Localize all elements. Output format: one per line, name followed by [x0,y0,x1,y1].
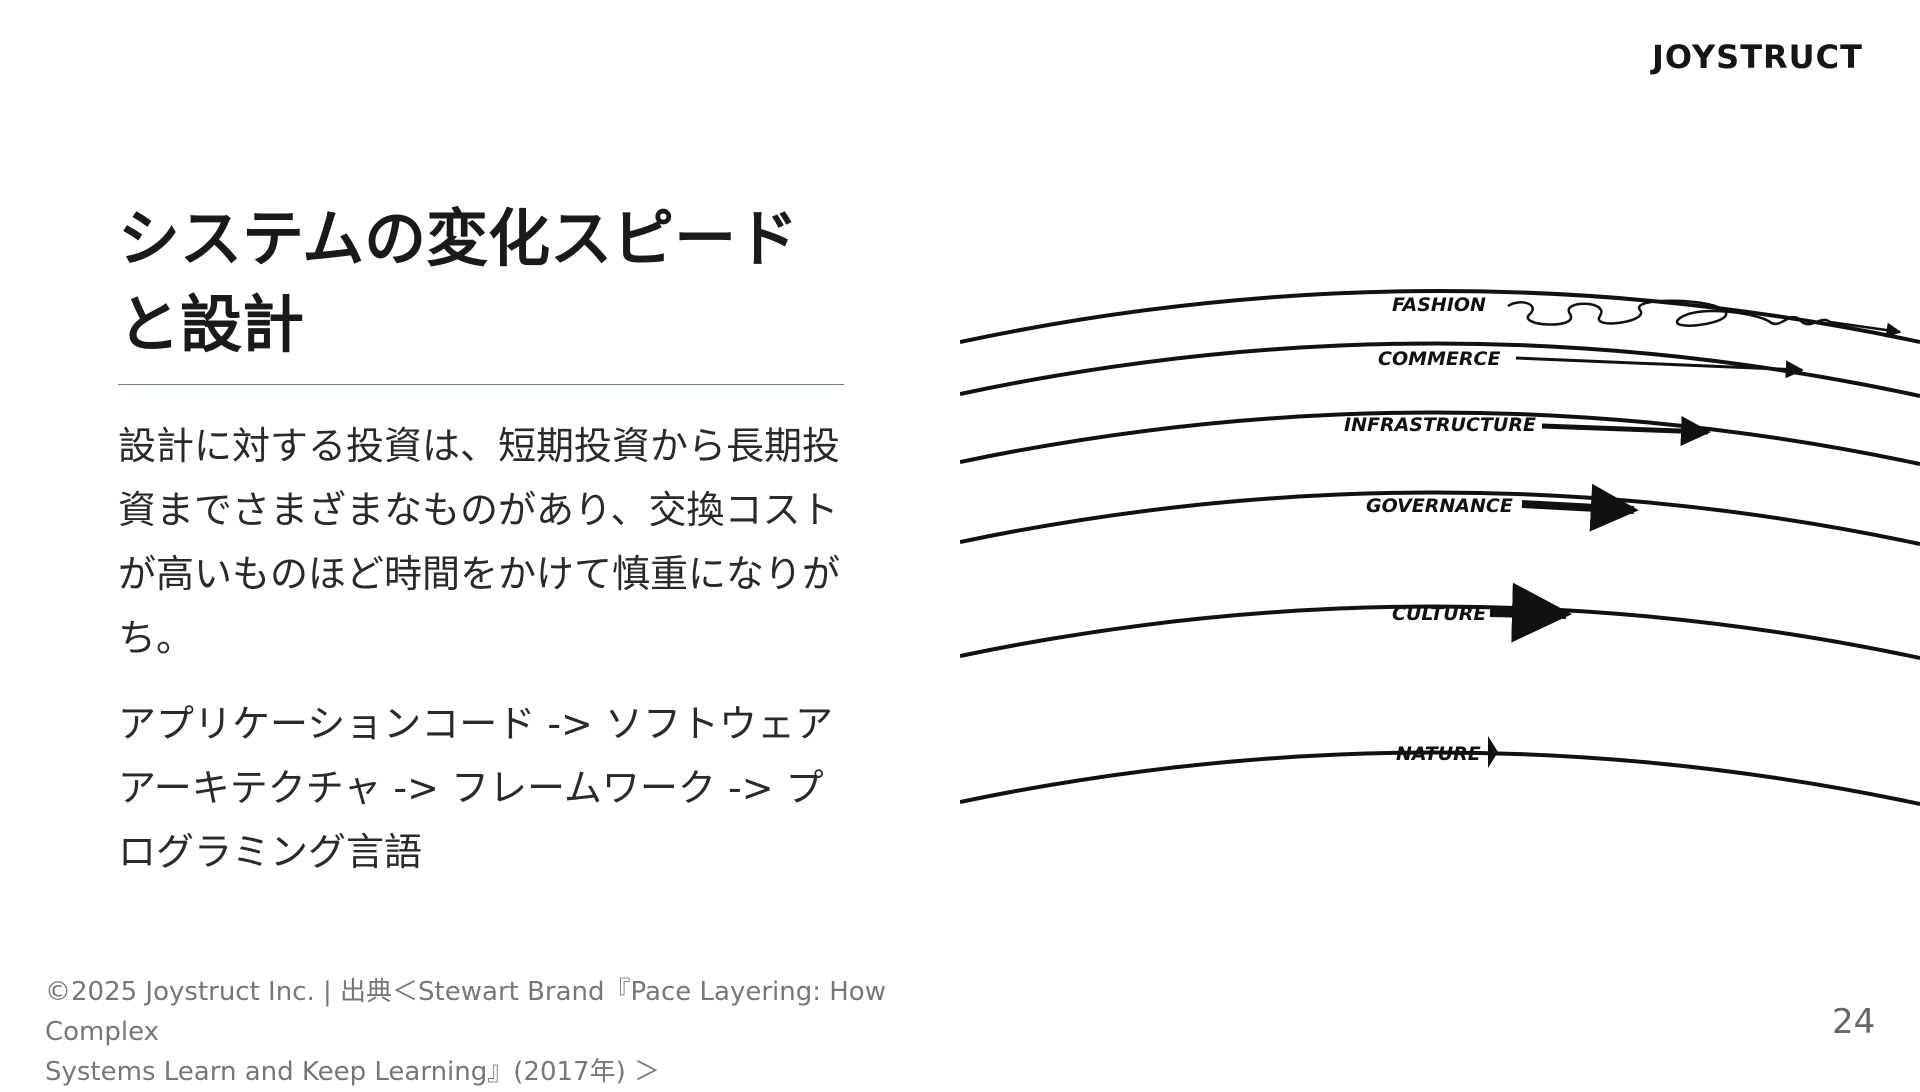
governance-arrow [1521,483,1639,532]
layer-label-fashion: FASHION [1392,294,1486,316]
layer-boundaries [960,289,1920,806]
title-divider [118,384,844,385]
fashion-squiggle-arrow [1507,299,1902,338]
footer-citation: ©2025 Joystruct Inc. | 出典＜Stewart Brand『… [45,972,985,1092]
slide-title-line2: と設計 [118,288,305,361]
body-paragraph-hierarchy: アプリケーションコード -> ソフトウェアアーキテクチャ -> フレームワーク … [118,702,833,874]
boundary-line [960,410,1920,466]
pace-layering-diagram: FASHION COMMERCE INFRASTRUCTURE GOVERNAN… [960,289,1920,806]
page-number: 24 [1832,1002,1876,1042]
slide-body: 設計に対する投資は、短期投資から長期投資までさまざまなものがあり、交換コストが高… [118,414,858,906]
infrastructure-arrow [1541,416,1711,447]
slide-title-line1: システムの変化スピード [118,202,799,275]
body-paragraph-investment: 設計に対する投資は、短期投資から長期投資までさまざまなものがあり、交換コストが高… [118,424,841,660]
culture-arrow [1489,582,1572,643]
slide-title: システムの変化スピード と設計 [118,196,858,368]
layer-label-governance: GOVERNANCE [1366,495,1513,517]
layer-label-commerce: COMMERCE [1378,348,1500,370]
commerce-arrow [1515,356,1804,379]
boundary-line [960,490,1920,546]
boundary-line [960,289,1920,344]
layer-label-nature: NATURE [1396,743,1481,765]
brand-logo: JOYSTRUCT [1652,38,1863,76]
governance-layer: GOVERNANCE [1366,483,1639,532]
infrastructure-layer: INFRASTRUCTURE [1344,414,1711,447]
commerce-layer: COMMERCE [1378,348,1804,379]
culture-layer: CULTURE [1392,582,1572,643]
nature-arrow [1488,736,1498,768]
boundary-line [960,604,1920,660]
fashion-layer: FASHION [1392,294,1902,338]
nature-layer: NATURE [1396,736,1498,768]
footer-line2: Systems Learn and Keep Learning』(2017年) … [45,1057,660,1087]
footer-line1: ©2025 Joystruct Inc. | 出典＜Stewart Brand『… [45,977,886,1047]
layer-label-infrastructure: INFRASTRUCTURE [1344,414,1536,436]
boundary-line [960,750,1920,806]
layer-label-culture: CULTURE [1392,603,1486,625]
